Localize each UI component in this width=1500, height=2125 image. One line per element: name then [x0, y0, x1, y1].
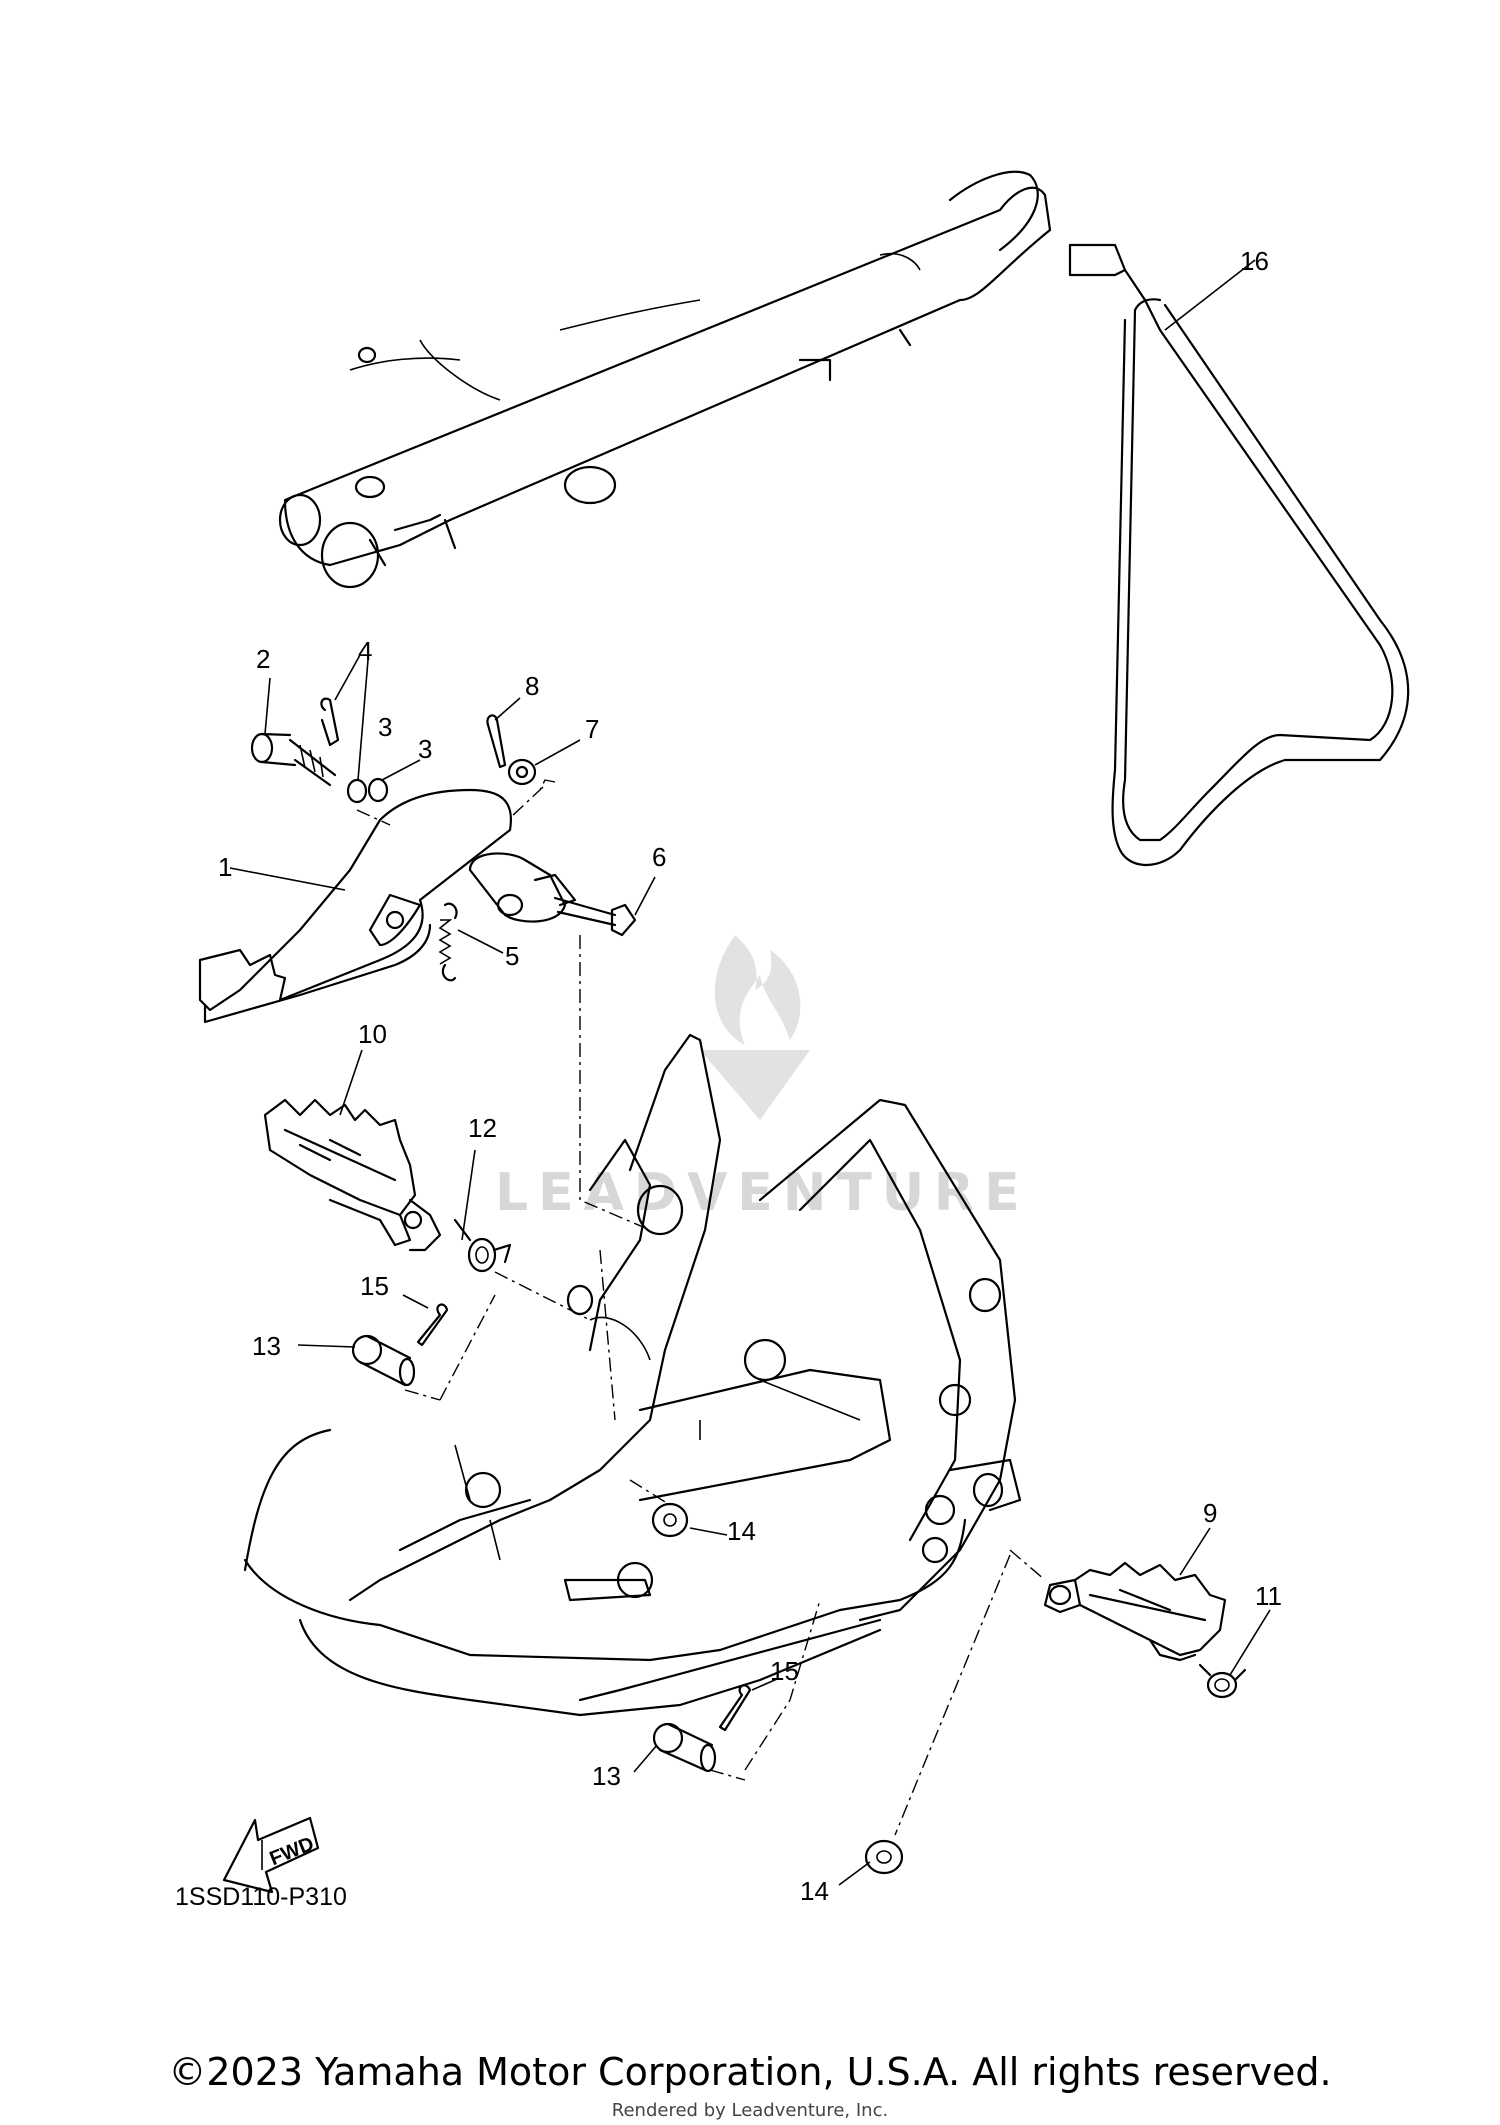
callout-15b: 15	[770, 1656, 799, 1686]
watermark-logo: LEADVENTURE	[495, 935, 1030, 1223]
part-3-o-ring-b	[367, 777, 389, 803]
part-15-cotter-pin-lower	[718, 1684, 752, 1732]
part-7-washer	[507, 758, 537, 786]
callout-11: 11	[1255, 1581, 1282, 1611]
diagram-ref: 1SSD110-P310	[175, 1883, 347, 1911]
part-4-clip	[320, 697, 340, 747]
fwd-arrow-icon: FWD	[222, 1816, 320, 1894]
callout-9: 9	[1203, 1498, 1217, 1528]
callout-1: 1	[218, 852, 232, 882]
frame	[243, 1033, 1022, 1717]
part-14-washer-bottom	[864, 1839, 904, 1875]
callout-5: 5	[505, 941, 519, 971]
callout-3b: 3	[418, 734, 432, 764]
part-9-footrest-right	[1043, 1561, 1227, 1662]
part-16-stand	[1068, 243, 1410, 866]
part-10-footrest-left	[263, 1098, 442, 1252]
part-14-washer-mid	[651, 1502, 689, 1538]
callout-6: 6	[652, 842, 666, 872]
callout-3a: 3	[378, 712, 392, 742]
callout-14a: 14	[727, 1516, 756, 1546]
part-11-spring	[1198, 1663, 1247, 1699]
part-13-pin-left	[351, 1334, 416, 1387]
swingarm	[278, 170, 1052, 589]
watermark-text: LEADVENTURE	[495, 1163, 1030, 1223]
part-2-pivot-shaft	[250, 732, 337, 787]
callout-10: 10	[358, 1019, 387, 1049]
part-5-spring	[438, 902, 458, 982]
part-6-bolt	[553, 896, 637, 937]
callout-7: 7	[585, 714, 599, 744]
callout-8: 8	[525, 671, 539, 701]
callout-4: 4	[358, 636, 372, 666]
callout-12: 12	[468, 1113, 497, 1143]
part-3-o-ring-a	[346, 778, 368, 804]
callout-13b: 13	[592, 1761, 621, 1791]
assembly-lines	[356, 779, 1046, 1836]
rendered-by: Rendered by Leadventure, Inc.	[611, 2100, 889, 2121]
callout-15a: 15	[360, 1271, 389, 1301]
callout-14b: 14	[800, 1876, 829, 1906]
callout-13a: 13	[252, 1331, 281, 1361]
part-8-cotter-pin	[486, 714, 507, 769]
part-1-brake-pedal	[198, 788, 577, 1024]
part-13-pin-lower	[652, 1722, 717, 1773]
fwd-label: FWD	[267, 1833, 317, 1870]
part-12-spring	[453, 1218, 512, 1273]
leader-lines	[229, 259, 1271, 1886]
copyright-footer: ©2023 Yamaha Motor Corporation, U.S.A. A…	[168, 2050, 1332, 2094]
part-15-cotter-pin-left	[416, 1303, 449, 1347]
callout-2: 2	[256, 644, 270, 674]
callout-16: 16	[1240, 246, 1269, 276]
